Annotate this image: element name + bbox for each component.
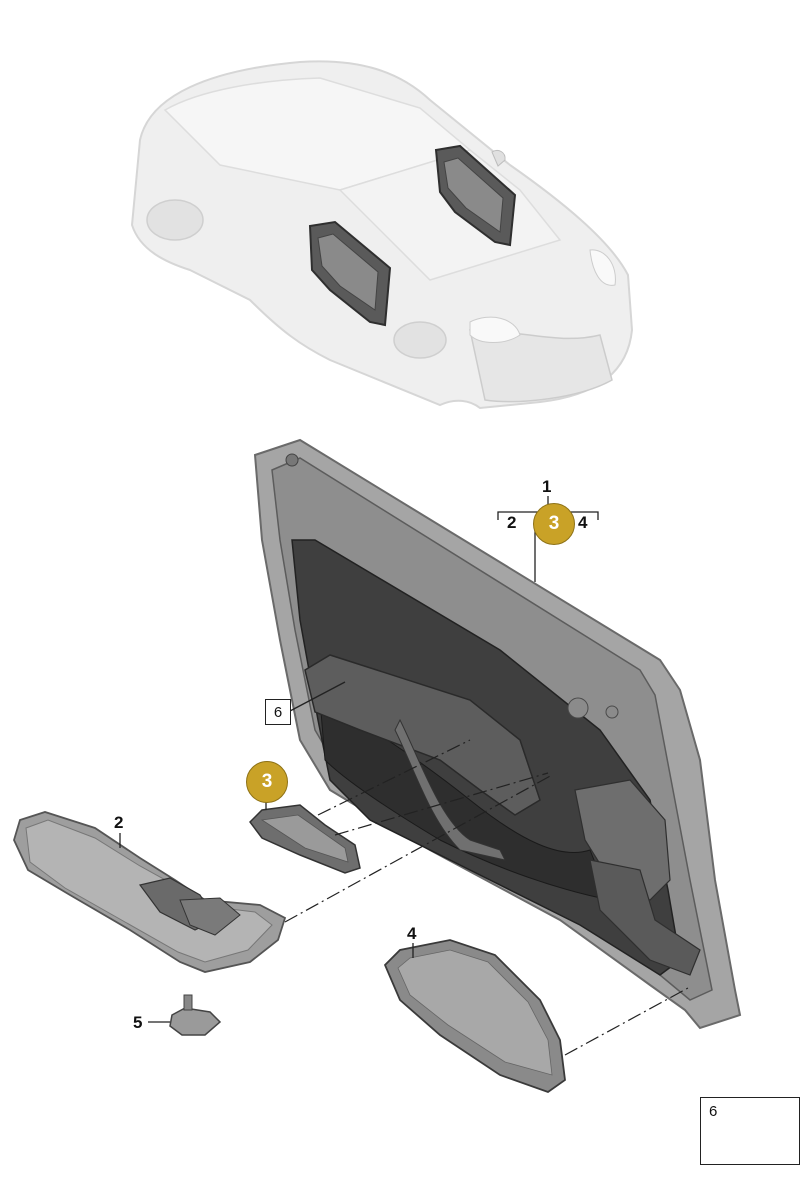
callout-badge-part-3-upper[interactable]: 3 [533,503,575,545]
callout-part-4-upper[interactable]: 4 [578,513,588,532]
armrest-illustration [13,811,287,973]
callout-part-5[interactable]: 5 [133,1013,143,1032]
callout-part-2-lower[interactable]: 2 [114,813,124,832]
callout-part-4-lower[interactable]: 4 [407,924,417,943]
door-trim-panel-illustration [253,438,742,1030]
fastener-legend-box: 6 [700,1097,800,1165]
callout-part-1[interactable]: 1 [542,477,552,496]
speaker-grille-illustration [383,939,566,1094]
callout-box-part-6[interactable]: 6 [265,699,291,725]
clip-illustration [169,994,222,1036]
assembly-lines [284,739,689,1056]
legend-item-number: 6 [709,1103,718,1120]
callout-part-2-upper[interactable]: 2 [507,513,517,532]
trim-strip-illustration [249,804,361,874]
callout-badge-part-3-lower[interactable]: 3 [246,761,288,803]
car-body-illustration [130,60,634,410]
